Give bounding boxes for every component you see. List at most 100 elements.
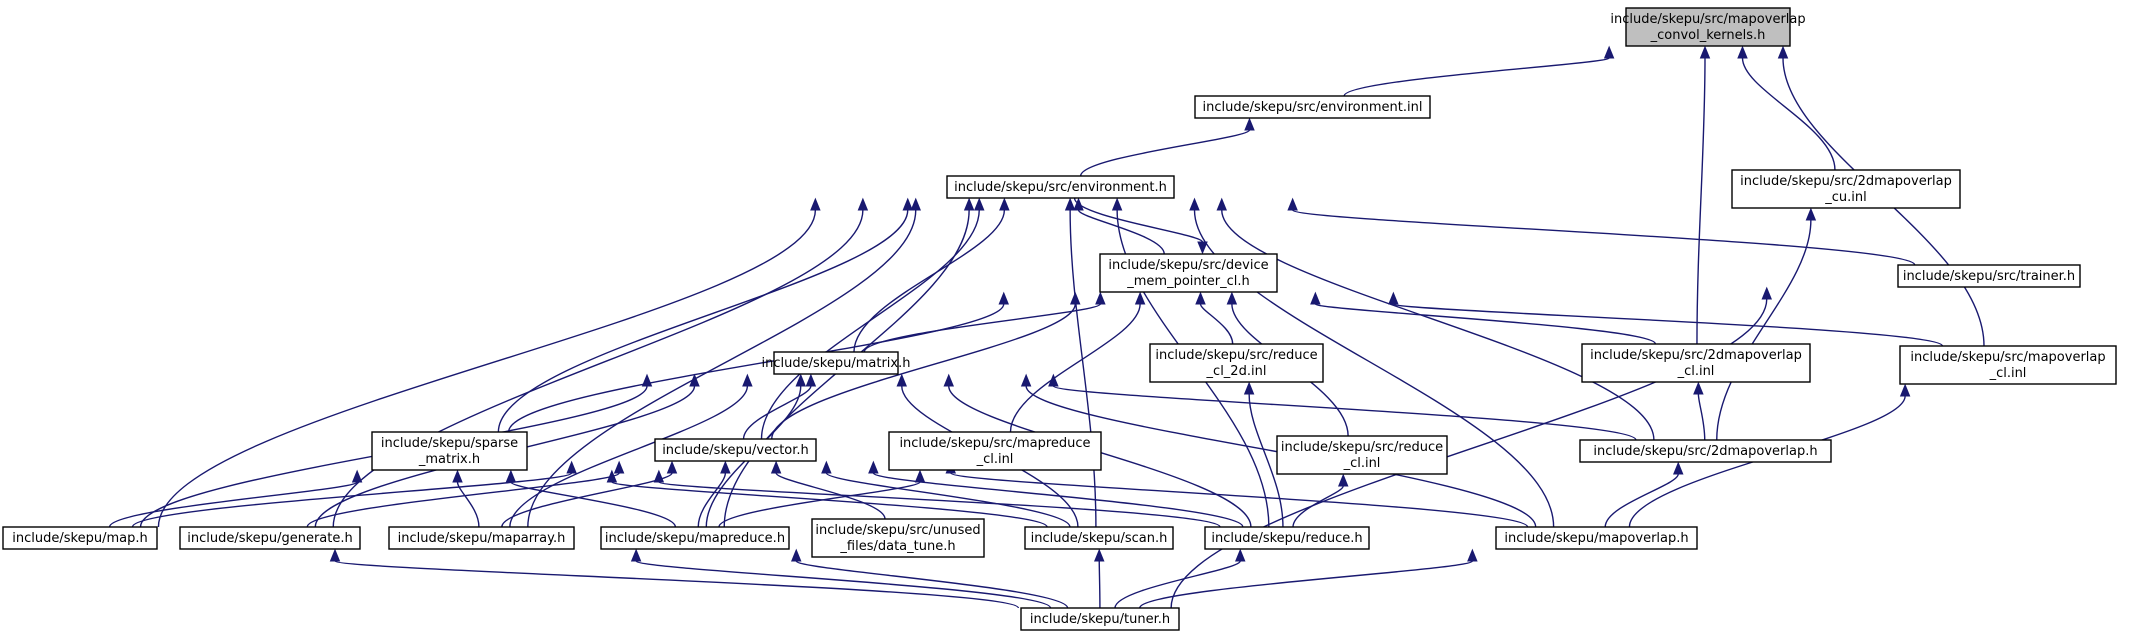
edge-line xyxy=(1343,57,1610,97)
edge-matrix-to-dmp xyxy=(863,291,1106,353)
edge-generate-to-env-h xyxy=(332,197,869,528)
node-label: include/skepu/mapreduce.h xyxy=(605,531,785,546)
nodes-layer: include/skepu/src/mapoverlap_convol_kern… xyxy=(2,7,2117,631)
node-mapreduce-cl[interactable]: include/skepu/src/mapreduce_cl.inl xyxy=(888,431,1102,471)
node-label: _files/data_tune.h xyxy=(839,539,955,554)
edge-line xyxy=(771,303,1076,440)
edge-mo2d-cu-to-root xyxy=(1737,45,1836,171)
edge-maparray-to-env-h xyxy=(527,197,921,528)
node-box xyxy=(371,431,528,471)
edge-arrowhead xyxy=(821,460,832,474)
node-label: include/skepu/src/mapreduce xyxy=(899,436,1090,451)
node-mapoverlap[interactable]: include/skepu/mapoverlap.h xyxy=(1495,526,1698,550)
edge-generate-to-vector xyxy=(306,460,625,528)
node-label: _cl.inl xyxy=(1343,456,1381,471)
node-box xyxy=(888,431,1102,471)
node-mo2d-cl[interactable]: include/skepu/src/2dmapoverlap_cl.inl xyxy=(1581,343,1811,383)
edge-vector-to-matrix xyxy=(742,373,817,440)
node-mo2d-cu[interactable]: include/skepu/src/2dmapoverlap_cu.inl xyxy=(1731,169,1961,209)
node-label: include/skepu/src/2dmapoverlap xyxy=(1590,348,1802,363)
node-label: include/skepu/maparray.h xyxy=(398,531,566,546)
edge-arrowhead xyxy=(910,197,921,211)
node-scan[interactable]: include/skepu/scan.h xyxy=(1024,526,1174,550)
node-dmp[interactable]: include/skepu/src/device_mem_pointer_cl.… xyxy=(1099,253,1278,293)
edge-arrowhead xyxy=(1243,381,1255,395)
edge-line xyxy=(1314,303,1657,345)
edge-vector-to-env-h xyxy=(760,197,985,440)
node-label: _cl.inl xyxy=(1677,364,1715,379)
edge-env-h-to-dmp xyxy=(1073,197,1208,255)
edge-scan-to-env-h xyxy=(1064,197,1097,528)
node-maparray[interactable]: include/skepu/maparray.h xyxy=(388,526,575,550)
edge-line xyxy=(1069,209,1097,528)
node-label: _convol_kernels.h xyxy=(1650,28,1766,43)
node-reduce2d[interactable]: include/skepu/src/reduce_cl_2d.inl xyxy=(1149,343,1324,383)
node-label: include/skepu/src/device xyxy=(1108,258,1268,273)
edge-arrowhead xyxy=(795,373,806,387)
edge-line xyxy=(527,209,917,528)
edge-line xyxy=(1199,303,1234,345)
node-env-h[interactable]: include/skepu/src/environment.h xyxy=(946,175,1175,199)
node-tuner[interactable]: include/skepu/tuner.h xyxy=(1020,607,1180,631)
node-datatune[interactable]: include/skepu/src/unused_files/data_tune… xyxy=(811,518,985,558)
edge-map-to-vector xyxy=(131,460,577,528)
node-vector[interactable]: include/skepu/vector.h xyxy=(654,438,817,462)
node-reduce[interactable]: include/skepu/reduce.h xyxy=(1204,526,1370,550)
edge-line xyxy=(501,472,673,528)
edge-tuner-to-maparray xyxy=(630,548,1052,609)
edge-arrowhead xyxy=(1603,45,1615,59)
edge-scan-to-vector xyxy=(821,460,1071,528)
edge-line xyxy=(334,560,1020,609)
node-sparse[interactable]: include/skepu/sparse_matrix.h xyxy=(371,431,528,471)
node-label: include/skepu/vector.h xyxy=(662,443,809,458)
edge-line xyxy=(658,481,1221,528)
node-generate[interactable]: include/skepu/generate.h xyxy=(179,526,361,550)
node-box xyxy=(1204,526,1370,550)
node-label: _cl.inl xyxy=(976,452,1014,467)
node-matrix[interactable]: include/skepu/matrix.h xyxy=(762,351,911,375)
edge-arrowhead xyxy=(452,469,463,483)
node-label: include/skepu/scan.h xyxy=(1031,531,1168,546)
edge-line xyxy=(1009,303,1141,433)
edge-mapoverlap-to-mo2d-h xyxy=(1604,461,1684,528)
node-label: _mem_pointer_cl.h xyxy=(1126,274,1249,289)
edge-mapreduce-cl-to-dmp xyxy=(1009,291,1146,433)
node-map[interactable]: include/skepu/map.h xyxy=(2,526,158,550)
node-label: include/skepu/sparse xyxy=(381,436,518,451)
edge-sparse-to-env-h xyxy=(497,197,913,433)
node-label: _matrix.h xyxy=(418,452,480,467)
edge-line xyxy=(1604,473,1679,528)
edge-map-to-sparse xyxy=(108,469,363,528)
node-box xyxy=(1024,526,1174,550)
edge-arrowhead xyxy=(1737,45,1748,59)
edge-line xyxy=(1170,298,1768,609)
edge-mo2d-h-to-matrix xyxy=(1048,373,1637,441)
node-mapreduce[interactable]: include/skepu/mapreduce.h xyxy=(600,526,790,550)
node-label: include/skepu/src/trainer.h xyxy=(1903,269,2075,284)
edge-line xyxy=(306,472,620,528)
node-trainer[interactable]: include/skepu/src/trainer.h xyxy=(1897,264,2081,288)
node-box xyxy=(1897,264,2081,288)
edge-arrowhead xyxy=(1094,548,1105,562)
edge-arrowhead xyxy=(1777,45,1789,59)
node-root[interactable]: include/skepu/src/mapoverlap_convol_kern… xyxy=(1610,7,1806,47)
edge-arrowhead xyxy=(1899,383,1911,397)
edge-arrowhead xyxy=(1244,117,1255,131)
edge-mapreduce-to-sparse xyxy=(505,469,677,528)
edge-arrowhead xyxy=(896,373,907,387)
node-label: include/skepu/src/unused xyxy=(815,523,980,538)
edge-arrowhead xyxy=(1048,373,1059,387)
edge-arrowhead xyxy=(805,373,817,387)
edge-arrowhead xyxy=(1226,291,1238,305)
edge-line xyxy=(1221,209,1655,441)
node-box xyxy=(1276,435,1448,475)
node-label: _cu.inl xyxy=(1824,190,1866,205)
edge-arrowhead xyxy=(914,469,926,483)
edge-line xyxy=(1052,385,1637,441)
node-mo-cl[interactable]: include/skepu/src/mapoverlap_cl.inl xyxy=(1899,345,2117,385)
node-reduce-cl[interactable]: include/skepu/src/reduce_cl.inl xyxy=(1276,435,1448,475)
node-label: include/skepu/matrix.h xyxy=(762,356,911,371)
node-env-inl[interactable]: include/skepu/src/environment.inl xyxy=(1194,95,1431,119)
node-mo2d-h[interactable]: include/skepu/src/2dmapoverlap.h xyxy=(1579,439,1832,463)
edge-arrowhead xyxy=(1805,207,1817,221)
